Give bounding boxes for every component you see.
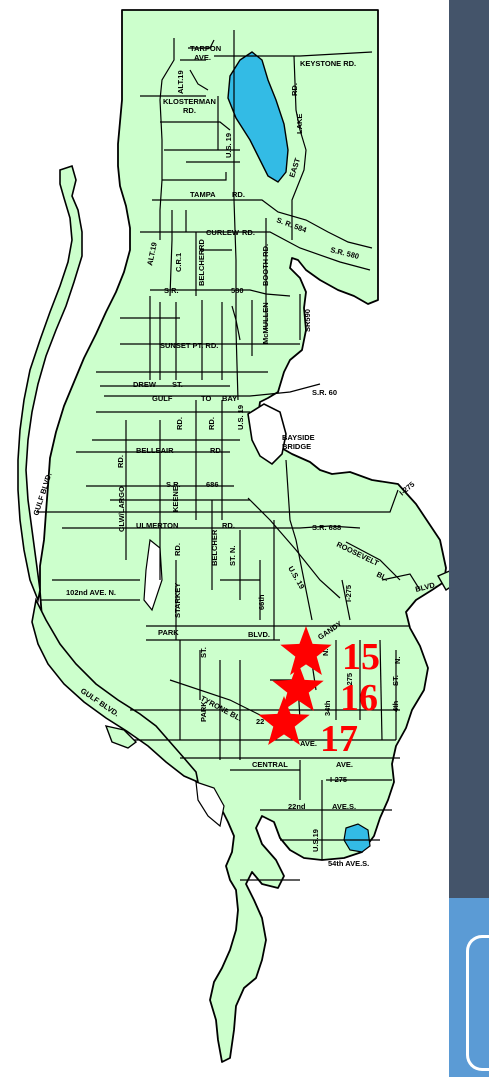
label-sr590: SR590 xyxy=(303,309,312,332)
label-us19-north: U.S. 19 xyxy=(224,133,233,158)
marker-17-star[interactable] xyxy=(258,696,310,745)
marker-15-star[interactable] xyxy=(280,626,332,675)
label-belleair: BELLEAIR xyxy=(136,446,174,455)
label-central-ave: AVE. xyxy=(336,760,353,769)
label-rd-north: RD. xyxy=(290,83,299,96)
label-rd-b: RD. xyxy=(207,417,216,430)
label-belcher-rd: RD xyxy=(197,239,206,250)
label-belleair-rd: RD. xyxy=(210,446,223,455)
label-drew: DREW xyxy=(133,380,157,389)
label-686: 686 xyxy=(206,480,219,489)
label-ulmerton-rd: RD. xyxy=(222,521,235,530)
label-i275-vertical: I-275 xyxy=(345,673,354,690)
label-keene: KEENE xyxy=(171,486,180,512)
barrier-island-north xyxy=(17,164,83,603)
marker-16-label: 16 xyxy=(340,677,378,719)
label-park-blvd: BLVD. xyxy=(248,630,270,639)
label-rd-a: RD. xyxy=(175,417,184,430)
label-n-a: N. xyxy=(321,649,330,657)
label-clw-largo: CLW/LARGO xyxy=(117,486,126,532)
label-bridge: BRIDGE xyxy=(282,442,311,451)
label-22nd: 22nd xyxy=(288,802,306,811)
label-ave-mid: AVE. xyxy=(300,739,317,748)
label-66th: 66th xyxy=(257,594,266,610)
label-alt19-north: ALT.19 xyxy=(176,70,185,94)
label-54th-ave: 54th AVE.S. xyxy=(328,859,369,868)
label-tampa: TAMPA xyxy=(190,190,216,199)
label-us19-mid: U.S. 19 xyxy=(236,405,245,430)
label-lake: LAKE xyxy=(295,114,304,134)
label-tarpon: TARPON xyxy=(190,44,221,53)
label-belcher-north: BELCHER xyxy=(197,249,206,286)
label-22: 22 xyxy=(256,717,264,726)
label-bayside: BAYSIDE xyxy=(282,433,315,442)
label-580: 580 xyxy=(231,286,244,295)
label-rd-d: RD. xyxy=(173,543,182,556)
label-sr686-sr: S.R. xyxy=(166,480,181,489)
side-panel-light xyxy=(449,898,489,1077)
label-i275-south: I-275 xyxy=(330,775,347,784)
label-st-park: ST. xyxy=(199,647,208,658)
label-park: PARK xyxy=(158,628,179,637)
marker-16-star[interactable] xyxy=(272,662,324,711)
bracket-shape xyxy=(466,935,489,1071)
label-drew-st: ST. xyxy=(172,380,183,389)
label-n-b: N. xyxy=(393,657,402,665)
label-sr60: S.R. 60 xyxy=(312,388,337,397)
label-to: TO xyxy=(201,394,211,403)
label-bay: BAY xyxy=(222,394,237,403)
label-rd-c: RD. xyxy=(116,455,125,468)
label-us19-far: U.S.19 xyxy=(311,829,320,852)
label-klosterman-rd: RD. xyxy=(183,106,196,115)
label-ave-s: AVE.S. xyxy=(332,802,356,811)
label-sr688: S.R. 688 xyxy=(312,523,341,532)
label-belcher-south: BELCHER xyxy=(210,529,219,566)
label-starkey: STARKEY xyxy=(173,583,182,618)
south-lake xyxy=(343,823,371,853)
marker-15-label: 15 xyxy=(342,636,380,678)
marker-17-label: 17 xyxy=(320,718,358,760)
side-panel-dark xyxy=(449,0,489,898)
label-34th: 34th xyxy=(323,700,332,716)
label-sr-west: S.R. xyxy=(164,286,179,295)
label-curlew-rd: RD. xyxy=(242,228,255,237)
label-i275-east: I-275 xyxy=(344,585,353,602)
causeway-island xyxy=(104,725,138,749)
label-st-n: ST. N. xyxy=(228,546,237,566)
label-4th: 4th xyxy=(391,700,400,712)
label-tarpon-ave: AVE. xyxy=(194,53,211,62)
label-sunset: SUNSET PT. RD. xyxy=(160,341,218,350)
label-4th-st: ST. xyxy=(391,675,400,686)
label-keystone: KEYSTONE RD. xyxy=(300,59,356,68)
bayside-water xyxy=(247,403,287,466)
label-park-st: PARK xyxy=(199,701,208,722)
lake-tarpon xyxy=(227,51,289,183)
label-tampa-rd: RD. xyxy=(232,190,245,199)
label-102nd-ave: 102nd AVE. N. xyxy=(66,588,116,597)
label-ulmerton: ULMERTON xyxy=(136,521,178,530)
label-booth: BOOTH RD. xyxy=(261,244,270,286)
label-central: CENTRAL xyxy=(252,760,288,769)
boca-bay xyxy=(195,781,225,828)
label-klosterman: KLOSTERMAN xyxy=(163,97,216,106)
barrier-island-south xyxy=(31,597,200,784)
label-gulf: GULF xyxy=(152,394,173,403)
land-mass xyxy=(39,9,447,1063)
markers: 15 16 17 xyxy=(258,626,380,760)
pinellas-map: TARPON AVE. KEYSTONE RD. ALT.19 KLOSTERM… xyxy=(17,9,459,1063)
side-panel xyxy=(449,0,489,1077)
label-cr1: C.R.1 xyxy=(174,253,183,272)
label-curlew: CURLEW xyxy=(206,228,240,237)
label-mcmullen: McMULLEN xyxy=(261,302,270,344)
